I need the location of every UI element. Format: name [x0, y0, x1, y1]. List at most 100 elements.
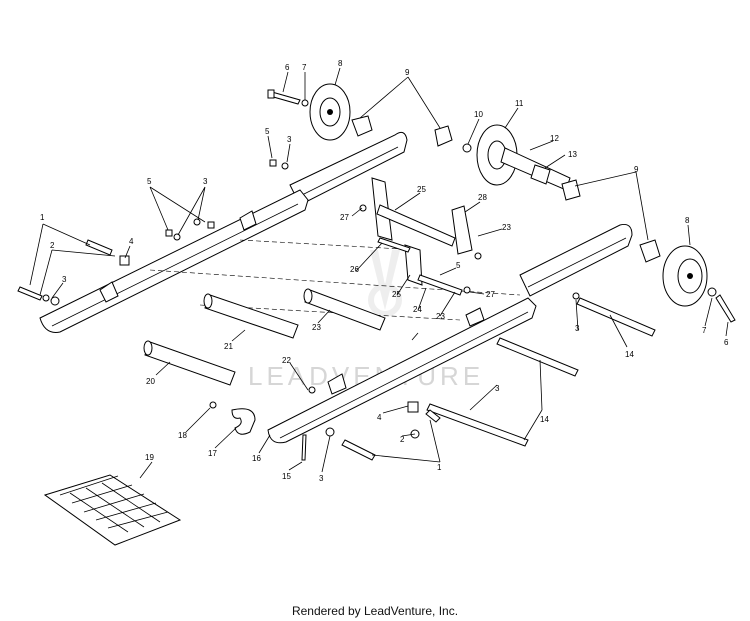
- nut-5-mid: [207, 221, 215, 229]
- pivot-4: [119, 255, 130, 266]
- nut-5-rear: [269, 159, 277, 167]
- callout-4: 4: [129, 237, 134, 246]
- idler-wheel-upper: [309, 83, 351, 141]
- callout-8: 8: [338, 59, 343, 68]
- bolt-1-right: [341, 439, 376, 461]
- washer-27-upper: [359, 204, 367, 212]
- rivet-22: [308, 386, 316, 394]
- washer-7-upper: [301, 99, 309, 107]
- callout-15: 15: [282, 472, 291, 481]
- washer-7-right: [707, 287, 717, 297]
- callout-23: 23: [436, 312, 445, 321]
- leader-lines: [29, 67, 729, 479]
- bolt-1-upper: [85, 239, 113, 256]
- callout-3: 3: [575, 324, 580, 333]
- arm-25-lower: [404, 244, 423, 286]
- bolt-6-right: [715, 294, 736, 323]
- nut-5-front: [165, 229, 173, 237]
- bolt-1-lower: [17, 286, 43, 301]
- callout-27: 27: [340, 213, 349, 222]
- torque-arm-25: [371, 177, 456, 247]
- callout-5: 5: [456, 261, 461, 270]
- bracket-9-left: [351, 115, 373, 137]
- callout-13: 13: [568, 150, 577, 159]
- callout-25: 25: [392, 290, 401, 299]
- washer-10: [462, 143, 472, 153]
- callout-8: 8: [685, 216, 690, 225]
- wheel-11: [476, 124, 518, 186]
- callout-14: 14: [540, 415, 549, 424]
- callout-3: 3: [319, 474, 324, 483]
- nut-3-right: [425, 409, 441, 423]
- cross-shaft-23: [303, 288, 386, 331]
- washer-2-lower: [42, 294, 50, 302]
- callout-4: 4: [377, 413, 382, 422]
- screw-15: [301, 434, 307, 461]
- washer-3-rear: [281, 162, 289, 170]
- callout-7: 7: [302, 63, 307, 72]
- watermark-logo: [368, 250, 402, 317]
- callout-24: 24: [413, 305, 422, 314]
- callout-25: 25: [417, 185, 426, 194]
- plug-18: [209, 401, 217, 409]
- callout-5: 5: [147, 177, 152, 186]
- spacer-13: [530, 164, 551, 185]
- bracket-9-right: [434, 125, 453, 147]
- pivot-4-right: [407, 401, 419, 413]
- callout-20: 20: [146, 377, 155, 386]
- bolt-6-upper: [267, 89, 301, 105]
- callout-27: 27: [486, 290, 495, 299]
- callout-28: 28: [478, 193, 487, 202]
- hyfax-slide-19: [43, 474, 182, 546]
- shaft-24: [417, 274, 463, 296]
- callout-1: 1: [40, 213, 45, 222]
- callout-23: 23: [312, 323, 321, 332]
- washer-3-lower: [50, 296, 60, 306]
- callout-10: 10: [474, 110, 483, 119]
- callout-11: 11: [515, 99, 524, 108]
- callout-7: 7: [702, 326, 707, 335]
- callout-3: 3: [287, 135, 292, 144]
- right-rail-front: [267, 297, 537, 444]
- callout-6: 6: [724, 338, 729, 347]
- washer-3-mid: [193, 218, 201, 226]
- cross-shaft-20: [143, 340, 236, 386]
- idler-wheel-right: [662, 245, 708, 307]
- footer-credit: Rendered by LeadVenture, Inc.: [291, 604, 459, 618]
- bumper-17: [231, 408, 256, 435]
- callout-9: 9: [405, 68, 410, 77]
- callout-14: 14: [625, 350, 634, 359]
- bracket-9-rear: [561, 179, 581, 201]
- bolt-26: [377, 237, 411, 253]
- washer-3-right: [572, 292, 580, 300]
- callout-21: 21: [224, 342, 233, 351]
- callout-19: 19: [145, 453, 154, 462]
- left-rail-front: [39, 189, 309, 333]
- callout-12: 12: [550, 134, 559, 143]
- callout-16: 16: [252, 454, 261, 463]
- callout-23: 23: [502, 223, 511, 232]
- long-bolt-14-rear: [576, 297, 656, 337]
- callout-5: 5: [265, 127, 270, 136]
- callout-18: 18: [178, 431, 187, 440]
- callout-2: 2: [400, 435, 405, 444]
- callout-labels: 1 2 3 4 5 3 5 3 6 7 8 9 10 11 12 13 9 8 …: [40, 59, 729, 483]
- callout-22: 22: [282, 356, 291, 365]
- washer-23-upper: [474, 252, 482, 260]
- callout-3: 3: [203, 177, 208, 186]
- right-rail-rear: [519, 224, 633, 297]
- callout-2: 2: [50, 241, 55, 250]
- washer-27-lower: [463, 286, 471, 294]
- long-bolt-14-mid: [496, 337, 579, 377]
- callout-26: 26: [350, 265, 359, 274]
- callout-3: 3: [495, 384, 500, 393]
- callout-6: 6: [285, 63, 290, 72]
- washer-3-front-right: [325, 427, 335, 437]
- callout-3: 3: [62, 275, 67, 284]
- cross-shaft-21: [203, 293, 299, 339]
- arm-28: [451, 205, 473, 255]
- washer-3-front: [173, 233, 181, 241]
- bracket-9-far: [639, 239, 661, 263]
- long-bolt-14-front: [426, 403, 529, 447]
